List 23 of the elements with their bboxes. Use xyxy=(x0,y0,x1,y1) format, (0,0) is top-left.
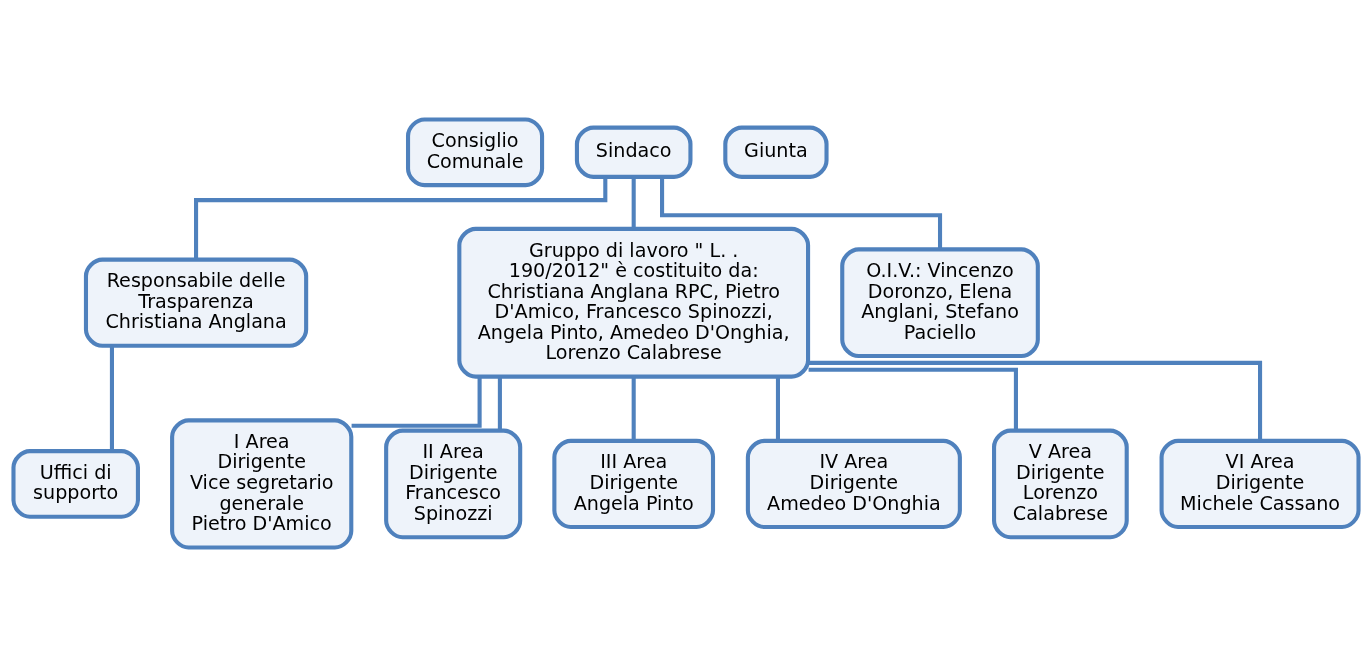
node-box: Giunta xyxy=(723,125,829,179)
connector xyxy=(660,176,943,249)
node-box: Gruppo di lavoro " L. . 190/2012" è costituito da: Christiana Anglana RPC, Pietro D'Amico, Francesco Spinozzi, Angela Pinto, Amedeo D'Onghia, Lorenzo Calabrese xyxy=(457,226,811,379)
node-box: IV Area Dirigente Amedeo D'Onghia xyxy=(745,438,962,529)
connector xyxy=(351,376,482,428)
connector xyxy=(631,376,636,441)
connector xyxy=(109,345,114,451)
node-box: O.I.V.: Vincenzo Doronzo, Elena Anglani, Stefano Paciello xyxy=(840,246,1040,358)
connector xyxy=(497,376,502,430)
node-box: I Area Dirigente Vice segretario generale Pietro D'Amico xyxy=(170,417,354,550)
node-box: V Area Dirigente Lorenzo Calabrese xyxy=(992,428,1129,539)
node-box: Uffici di supporto xyxy=(11,448,140,519)
node-box: III Area Dirigente Angela Pinto xyxy=(552,438,716,529)
connector xyxy=(775,376,780,441)
node-box: Sindaco xyxy=(574,125,693,179)
node-box: VI Area Dirigente Michele Cassano xyxy=(1159,438,1361,529)
connector xyxy=(194,176,608,259)
node-box: Consiglio Comunale xyxy=(406,116,545,187)
connector xyxy=(808,367,1018,430)
node-box: II Area Dirigente Francesco Spinozzi xyxy=(384,428,523,539)
connector xyxy=(808,360,1263,440)
connector xyxy=(631,176,636,228)
node-box: Responsabile delle Trasparenza Christiana Anglana xyxy=(83,257,309,348)
